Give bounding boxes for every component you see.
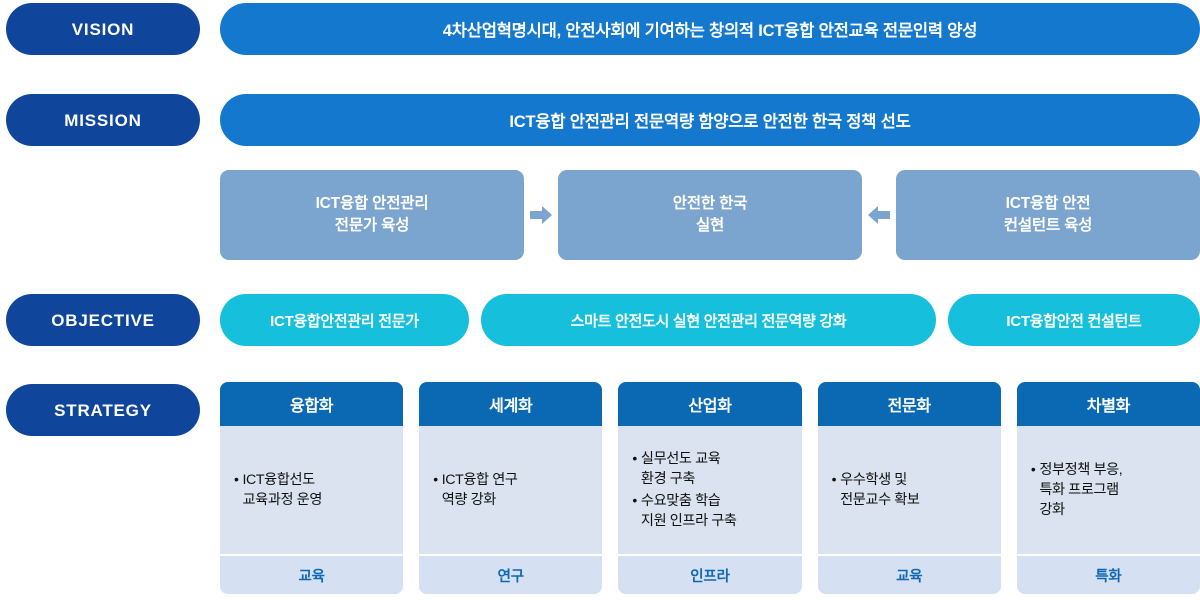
row-label-strategy: STRATEGY — [6, 384, 200, 436]
objective-pill-2: 스마트 안전도시 실현 안전관리 전문역량 강화 — [481, 294, 936, 346]
strategy-card-footer-text: 교육 — [896, 568, 923, 585]
strategy-card-footer-text: 연구 — [497, 568, 524, 585]
arrow-left-icon — [868, 206, 890, 224]
mid-box-2: 안전한 한국 실현 — [558, 170, 862, 260]
strategy-card-footer: 인프라 — [618, 554, 802, 594]
objective-pill-3: ICT융합안전 컨설턴트 — [948, 294, 1200, 346]
strategy-card-header-text: 융합화 — [289, 398, 334, 415]
mid-box-3: ICT융합 안전 컨설턴트 육성 — [896, 170, 1200, 260]
arrow-slot-right — [524, 206, 558, 224]
row-label-objective-text: OBJECTIVE — [51, 310, 155, 330]
bullet-dot-icon: • — [632, 492, 637, 508]
strategy-card-footer: 연구 — [419, 554, 603, 594]
row-label-strategy-text: STRATEGY — [54, 400, 152, 420]
strategy-card-header: 전문화 — [817, 382, 1001, 426]
strategy-card-header: 차별화 — [1016, 382, 1200, 426]
vision-banner: 4차산업혁명시대, 안전사회에 기여하는 창의적 ICT융합 안전교육 전문인력… — [220, 3, 1200, 55]
bullet-dot-icon: • — [1030, 460, 1036, 477]
mid-box-3-line2: 컨설턴트 육성 — [1003, 217, 1093, 234]
strategy-card-footer: 교육 — [220, 554, 404, 594]
objective-pill-2-text: 스마트 안전도시 실현 안전관리 전문역량 강화 — [570, 312, 847, 330]
row-label-vision-text: VISION — [71, 19, 135, 39]
strategy-card-footer-text: 인프라 — [690, 568, 730, 585]
mid-box-1-line2: 전문가 육성 — [334, 217, 410, 234]
arrow-right-icon — [530, 206, 552, 224]
mission-banner: ICT융합 안전관리 전문역량 함양으로 안전한 한국 정책 선도 — [220, 94, 1200, 146]
strategy-card-footer: 특화 — [1016, 554, 1200, 594]
bullet-dot-icon: • — [433, 470, 438, 487]
objective-row: ICT융합안전관리 전문가 스마트 안전도시 실현 안전관리 전문역량 강화 I… — [220, 294, 1200, 346]
strategy-card-header: 세계화 — [419, 382, 603, 426]
mid-box-3-line1: ICT융합 안전 — [1005, 194, 1091, 212]
mid-box-1: ICT융합 안전관리 전문가 육성 — [220, 170, 524, 260]
bullet-dot-icon: • — [234, 470, 239, 487]
strategy-card-footer-text: 교육 — [298, 568, 325, 585]
mid-box-1-line1: ICT융합 안전관리 — [315, 194, 429, 212]
mid-box-2-line2: 실현 — [695, 217, 725, 234]
vision-banner-text: 4차산업혁명시대, 안전사회에 기여하는 창의적 ICT융합 안전교육 전문인력… — [442, 22, 978, 40]
strategy-card-header: 융합화 — [220, 382, 404, 426]
mission-banner-text: ICT융합 안전관리 전문역량 함양으로 안전한 한국 정책 선도 — [509, 113, 911, 131]
mid-box-2-line1: 안전한 한국 — [672, 194, 748, 212]
strategy-card-header-text: 세계화 — [489, 398, 533, 415]
row-label-mission: MISSION — [6, 94, 200, 146]
row-label-vision: VISION — [6, 3, 200, 55]
strategy-card-header-text: 전문화 — [887, 398, 932, 415]
strategy-card-header-text: 차별화 — [1086, 398, 1131, 415]
objective-pill-1: ICT융합안전관리 전문가 — [220, 294, 469, 346]
bullet-dot-icon: • — [831, 470, 837, 487]
strategy-card-header: 산업화 — [618, 382, 802, 426]
objective-pill-3-text: ICT융합안전 컨설턴트 — [1006, 312, 1142, 330]
strategy-card-footer: 교육 — [817, 554, 1001, 594]
row-label-mission-text: MISSION — [64, 110, 142, 130]
arrow-slot-left — [862, 206, 896, 224]
objective-pill-1-text: ICT융합안전관리 전문가 — [270, 312, 419, 330]
strategy-card-footer-text: 특화 — [1095, 568, 1122, 585]
mid-goal-row: ICT융합 안전관리 전문가 육성 안전한 한국 실현 ICT융합 안전 컨설턴 — [220, 170, 1200, 260]
row-label-objective: OBJECTIVE — [6, 294, 200, 346]
strategy-card-header-text: 산업화 — [688, 398, 732, 415]
bullet-dot-icon: • — [632, 449, 637, 466]
